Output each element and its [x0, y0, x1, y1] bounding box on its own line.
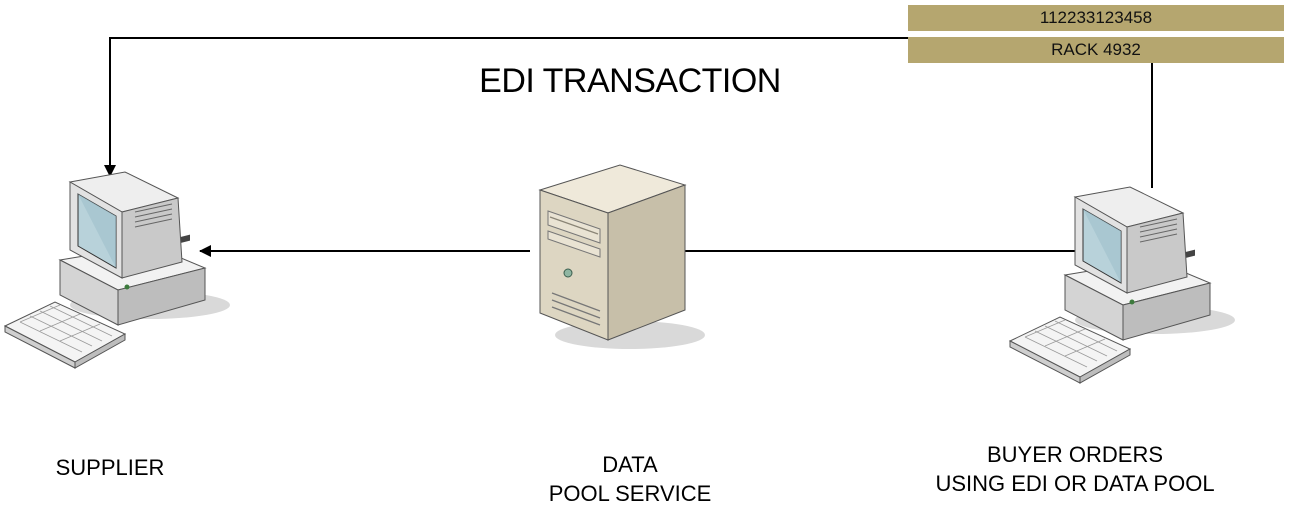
buyer-label: BUYER ORDERS USING EDI OR DATA POOL [935, 442, 1215, 496]
buyer-computer-icon [1008, 186, 1235, 384]
diagram-title: EDI TRANSACTION [479, 62, 781, 100]
tag-to-supplier-line [104, 37, 908, 177]
supplier-label: SUPPLIER [55, 455, 165, 480]
supplier-computer-icon [3, 171, 230, 369]
barcode-tag: 112233123458 [908, 5, 1284, 31]
rack-tag: RACK 4932 [908, 37, 1284, 63]
data-pool-server-icon [538, 164, 705, 349]
data-pool-service-label: DATA POOL SERVICE [548, 452, 712, 506]
